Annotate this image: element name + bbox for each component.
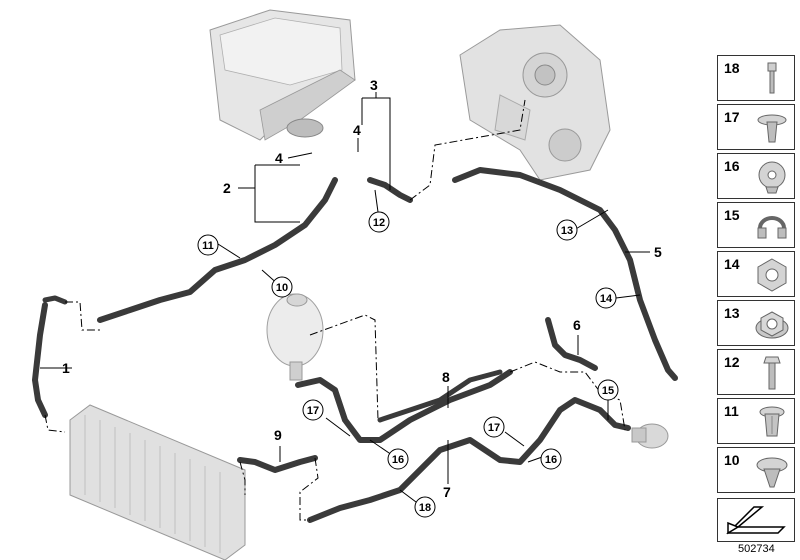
hoses bbox=[32, 167, 678, 523]
label-1: 1 bbox=[62, 360, 70, 376]
coolant-pump bbox=[631, 423, 669, 449]
part-cell-15[interactable]: 15 bbox=[717, 202, 795, 248]
callout-10: 10 bbox=[271, 276, 293, 298]
part-cell-16[interactable]: 16 bbox=[717, 153, 795, 199]
part-cell-10[interactable]: 10 bbox=[717, 447, 795, 493]
drive-unit bbox=[459, 24, 611, 181]
part-cell-11[interactable]: 11 bbox=[717, 398, 795, 444]
parts-legend: 18 17 16 15 14 1 bbox=[717, 55, 797, 496]
part-cell-18[interactable]: 18 bbox=[717, 55, 795, 101]
callout-13: 13 bbox=[556, 219, 578, 241]
electronics-unit bbox=[209, 9, 356, 141]
label-7: 7 bbox=[443, 484, 451, 500]
radiator bbox=[69, 404, 246, 560]
connection-lines bbox=[44, 99, 626, 521]
part-cell-12[interactable]: 12 bbox=[717, 349, 795, 395]
diagram-reference: 502734 bbox=[738, 543, 775, 555]
svg-text:16: 16 bbox=[392, 454, 404, 466]
label-5: 5 bbox=[654, 244, 662, 260]
svg-text:10: 10 bbox=[276, 282, 288, 294]
part-cell-17[interactable]: 17 bbox=[717, 104, 795, 150]
callout-16a: 16 bbox=[387, 448, 409, 470]
flange-nut-icon bbox=[755, 311, 789, 339]
callout-11: 11 bbox=[197, 234, 219, 256]
svg-text:16: 16 bbox=[545, 454, 557, 466]
svg-text:14: 14 bbox=[600, 293, 613, 305]
label-9: 9 bbox=[274, 427, 282, 443]
svg-text:11: 11 bbox=[202, 240, 214, 252]
callout-12: 12 bbox=[368, 211, 390, 233]
callout-14: 14 bbox=[595, 287, 617, 309]
push-rivet-icon bbox=[759, 406, 785, 437]
part-number: 17 bbox=[724, 109, 740, 125]
part-number: 16 bbox=[724, 158, 740, 174]
label-4b: 4 bbox=[353, 122, 361, 138]
label-2: 2 bbox=[223, 180, 231, 196]
part-number: 11 bbox=[724, 403, 739, 419]
hex-nut-icon bbox=[757, 258, 787, 292]
svg-text:12: 12 bbox=[373, 217, 385, 229]
spring-nut-icon bbox=[756, 457, 788, 488]
hex-bolt-icon bbox=[763, 356, 781, 390]
part-number: 10 bbox=[724, 452, 740, 468]
label-4a: 4 bbox=[275, 150, 283, 166]
part-number: 12 bbox=[724, 354, 740, 370]
svg-text:15: 15 bbox=[602, 385, 614, 397]
svg-text:17: 17 bbox=[307, 405, 319, 417]
expanding-rivet-icon bbox=[757, 114, 787, 143]
part-number: 13 bbox=[724, 305, 740, 321]
svg-text:18: 18 bbox=[419, 502, 431, 514]
clip-nut-icon bbox=[758, 161, 786, 194]
hose-clamp-icon bbox=[757, 216, 787, 239]
part-cell-14[interactable]: 14 bbox=[717, 251, 795, 297]
label-8: 8 bbox=[442, 369, 450, 385]
callout-17b: 17 bbox=[483, 416, 505, 438]
callout-18: 18 bbox=[414, 496, 436, 518]
svg-text:13: 13 bbox=[561, 225, 573, 237]
label-3: 3 bbox=[370, 77, 378, 93]
label-6: 6 bbox=[573, 317, 581, 333]
bracket-lines bbox=[40, 92, 650, 506]
back-navigation-button[interactable] bbox=[717, 498, 795, 542]
part-number: 18 bbox=[724, 60, 740, 76]
svg-text:17: 17 bbox=[488, 422, 500, 434]
callout-16b: 16 bbox=[540, 448, 562, 470]
part-number: 14 bbox=[724, 256, 740, 272]
arrow-back-icon bbox=[726, 506, 786, 535]
callout-15: 15 bbox=[597, 379, 619, 401]
callout-17a: 17 bbox=[302, 399, 324, 421]
screw-pin-icon bbox=[767, 62, 777, 94]
expansion-tank bbox=[266, 293, 324, 381]
part-number: 15 bbox=[724, 207, 740, 223]
part-cell-13[interactable]: 13 bbox=[717, 300, 795, 346]
